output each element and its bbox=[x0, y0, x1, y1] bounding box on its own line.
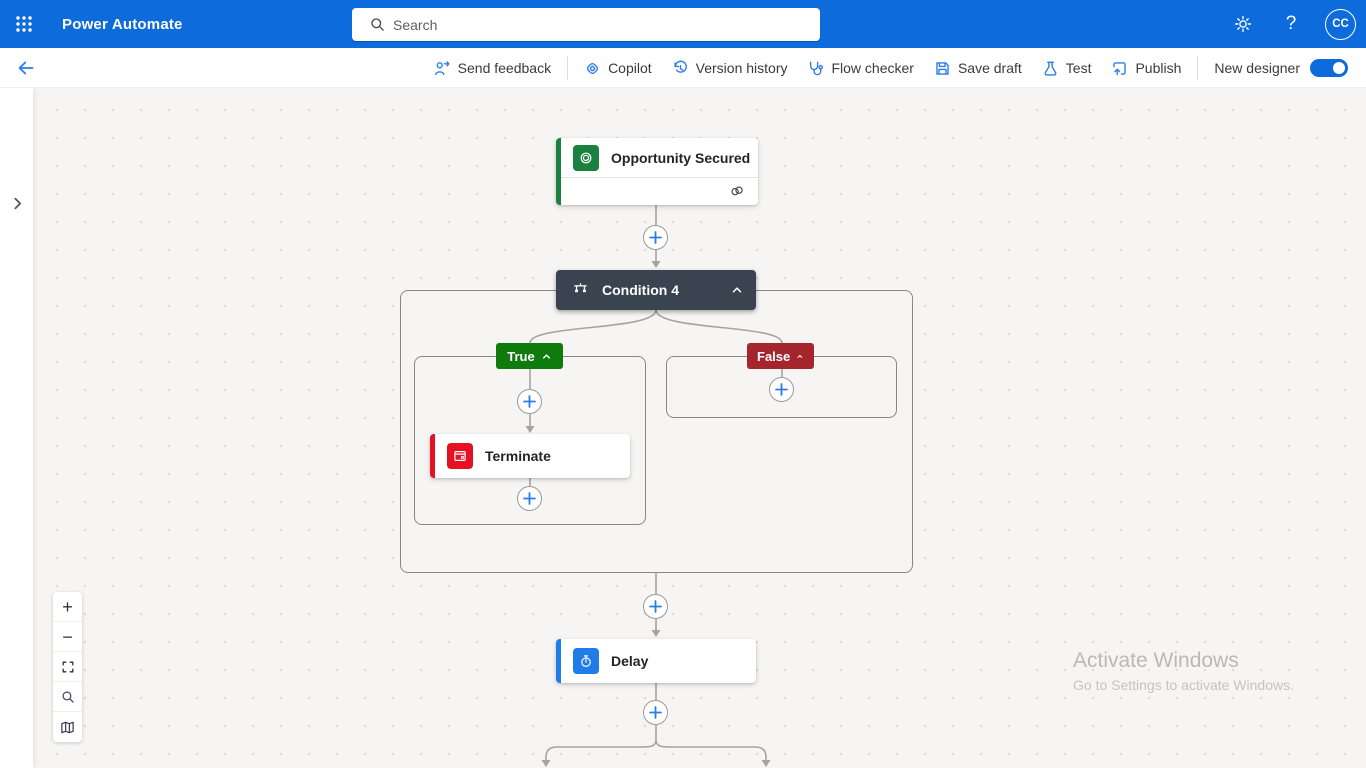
plus-icon bbox=[775, 383, 788, 396]
chevron-up-icon[interactable] bbox=[730, 283, 744, 297]
zoom-search-icon bbox=[61, 690, 74, 703]
terminate-action-card[interactable]: Terminate bbox=[430, 434, 630, 478]
insert-step-button[interactable] bbox=[643, 700, 668, 725]
copilot-icon bbox=[584, 60, 601, 77]
zoom-in-button[interactable]: + bbox=[53, 592, 82, 622]
dataverse-icon bbox=[573, 144, 599, 171]
true-branch-label[interactable]: True bbox=[496, 343, 563, 369]
timer-icon bbox=[573, 648, 599, 674]
app-header: Power Automate ? CC bbox=[0, 0, 1366, 48]
send-feedback-label: Send feedback bbox=[457, 60, 552, 76]
copilot-label: Copilot bbox=[608, 60, 652, 76]
send-feedback-button[interactable]: Send feedback bbox=[424, 48, 561, 88]
version-history-label: Version history bbox=[695, 60, 788, 76]
version-history-button[interactable]: Version history bbox=[662, 48, 798, 88]
flow-checker-label: Flow checker bbox=[831, 60, 914, 76]
trigger-accent-bar bbox=[556, 138, 561, 205]
plus-icon bbox=[523, 395, 536, 408]
trigger-title: Opportunity Secured bbox=[611, 149, 751, 166]
condition-card[interactable]: Condition 4 bbox=[556, 270, 756, 310]
app-title: Power Automate bbox=[62, 15, 183, 33]
delay-title: Delay bbox=[611, 653, 649, 669]
stethoscope-icon bbox=[807, 60, 824, 77]
avatar[interactable]: CC bbox=[1325, 8, 1356, 40]
insert-step-button[interactable] bbox=[517, 486, 542, 511]
plus-icon bbox=[649, 231, 662, 244]
test-button[interactable]: Test bbox=[1032, 48, 1102, 88]
publish-label: Publish bbox=[1135, 60, 1182, 76]
new-designer-toggle-group[interactable]: New designer bbox=[1204, 59, 1354, 77]
search-input[interactable] bbox=[393, 16, 810, 33]
flask-icon bbox=[1042, 60, 1059, 77]
save-draft-button[interactable]: Save draft bbox=[924, 48, 1032, 88]
global-search[interactable] bbox=[352, 8, 820, 41]
settings-button[interactable] bbox=[1223, 4, 1263, 44]
zoom-out-icon: − bbox=[62, 626, 73, 647]
gear-icon bbox=[1234, 15, 1252, 33]
connection-icon[interactable] bbox=[729, 183, 745, 199]
feedback-icon bbox=[434, 60, 451, 77]
chevron-right-icon bbox=[13, 197, 21, 209]
plus-icon bbox=[523, 492, 536, 505]
plus-icon bbox=[649, 706, 662, 719]
toolbar-divider bbox=[567, 56, 569, 80]
delay-action-card[interactable]: Delay bbox=[556, 639, 756, 683]
condition-scale-icon bbox=[574, 282, 587, 292]
toggle-knob bbox=[1333, 62, 1345, 74]
fit-view-icon bbox=[62, 661, 73, 672]
trigger-card-opportunity-secured[interactable]: Opportunity Secured bbox=[556, 138, 758, 205]
toggle-switch[interactable] bbox=[1310, 59, 1348, 77]
flow-checker-button[interactable]: Flow checker bbox=[797, 48, 923, 88]
publish-icon bbox=[1111, 60, 1128, 77]
zoom-search-button[interactable] bbox=[53, 682, 82, 712]
left-panel-collapsed bbox=[0, 88, 33, 768]
test-label: Test bbox=[1065, 60, 1092, 76]
back-arrow-icon bbox=[18, 61, 34, 75]
insert-step-button[interactable] bbox=[643, 594, 668, 619]
back-button[interactable] bbox=[10, 52, 42, 84]
save-draft-label: Save draft bbox=[957, 60, 1022, 76]
terminate-accent-bar bbox=[430, 434, 435, 478]
chevron-up-icon bbox=[542, 353, 550, 359]
delay-accent-bar bbox=[556, 639, 561, 683]
insert-step-button[interactable] bbox=[517, 389, 542, 414]
terminate-icon bbox=[447, 443, 473, 469]
waffle-icon[interactable] bbox=[0, 0, 48, 48]
zoom-in-icon: + bbox=[62, 596, 73, 617]
help-icon: ? bbox=[1285, 13, 1297, 34]
command-toolbar: Send feedback Copilot bbox=[0, 48, 1366, 88]
search-icon bbox=[371, 18, 384, 31]
zoom-out-button[interactable]: − bbox=[53, 622, 82, 652]
minimap-icon bbox=[61, 721, 74, 733]
fit-view-button[interactable] bbox=[53, 652, 82, 682]
plus-icon bbox=[649, 600, 662, 613]
copilot-button[interactable]: Copilot bbox=[574, 48, 662, 88]
terminate-title: Terminate bbox=[485, 448, 551, 464]
zoom-toolbar: + − bbox=[53, 592, 82, 742]
chevron-up-icon bbox=[797, 354, 803, 358]
publish-button[interactable]: Publish bbox=[1101, 48, 1191, 88]
minimap-button[interactable] bbox=[53, 712, 82, 742]
expand-panel-button[interactable] bbox=[6, 192, 28, 214]
history-icon bbox=[672, 60, 689, 77]
save-icon bbox=[934, 60, 951, 77]
condition-title: Condition 4 bbox=[602, 282, 679, 298]
help-button[interactable]: ? bbox=[1271, 4, 1311, 44]
new-designer-label: New designer bbox=[1214, 60, 1300, 76]
toolbar-divider bbox=[1197, 56, 1199, 80]
insert-step-button[interactable] bbox=[769, 377, 794, 402]
false-branch-label[interactable]: False bbox=[747, 343, 814, 369]
insert-step-button[interactable] bbox=[643, 225, 668, 250]
